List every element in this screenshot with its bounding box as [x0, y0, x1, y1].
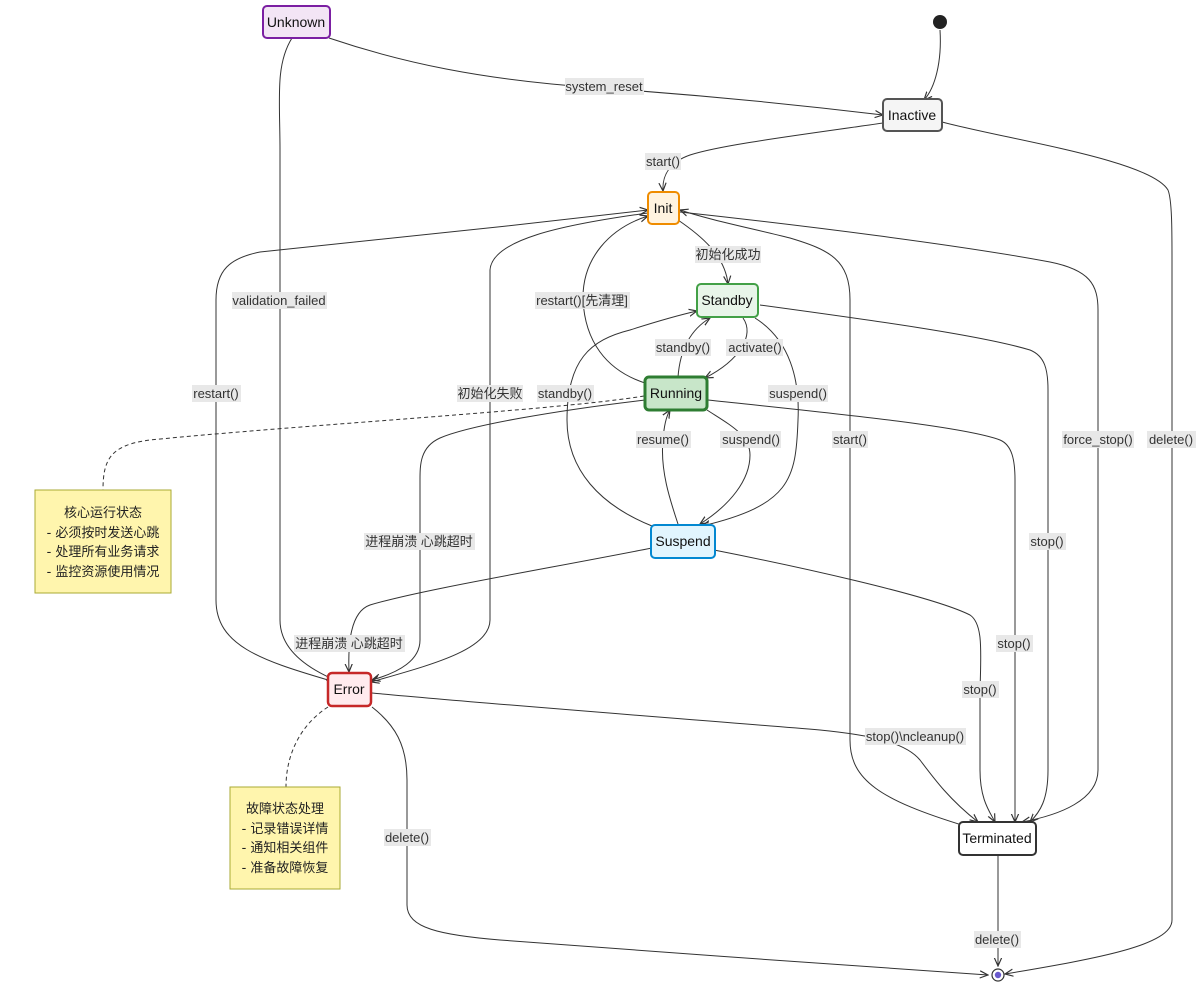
edge-inactive-to-init: [663, 122, 884, 191]
state-terminated-label: Terminated: [962, 830, 1031, 846]
edge-running-to-suspend: [700, 409, 751, 524]
label-standby-from-running: standby(): [656, 340, 710, 355]
edge-error-to-end: [371, 706, 988, 975]
note-error: 故障状态处理 - 记录错误详情 - 通知相关组件 - 准备故障恢复: [229, 786, 341, 890]
label-delete-terminated: delete(): [975, 932, 1019, 947]
edge-suspend-to-terminated: [713, 549, 995, 822]
note-error-line-2: - 通知相关组件: [242, 840, 329, 856]
edge-init-to-error: [371, 212, 649, 682]
state-standby: Standby: [696, 283, 759, 318]
edge-suspend-to-running: [661, 410, 679, 525]
state-running: Running: [643, 375, 709, 412]
edge-suspend-to-error: [349, 547, 653, 672]
state-init-label: Init: [654, 200, 673, 216]
edge-suspend-to-standby: [566, 311, 697, 527]
label-resume: resume(): [637, 432, 689, 447]
end-node: [991, 968, 1005, 982]
label-validation-failed: validation_failed: [232, 293, 325, 308]
edge-unknown-to-error: [278, 37, 335, 680]
edge-inactive-to-end: [941, 121, 1173, 974]
label-stop-suspend: stop(): [963, 682, 996, 697]
label-init-success: 初始化成功: [695, 247, 760, 262]
label-restart-clean: restart()[先清理]: [536, 293, 628, 308]
label-stop-cleanup: stop()\ncleanup(): [866, 729, 964, 744]
edges: [215, 29, 1173, 975]
edge-running-to-error: [372, 399, 646, 680]
label-stop-running: stop(): [997, 636, 1030, 651]
label-standby-from-suspend: standby(): [538, 386, 592, 401]
state-error: Error: [326, 671, 373, 708]
edge-init-to-terminated: [679, 211, 1099, 822]
edge-running-to-terminated: [707, 399, 1015, 822]
label-restart-error: restart(): [193, 386, 239, 401]
note-running-line-1: - 必须按时发送心跳: [47, 525, 160, 541]
label-system-reset: system_reset: [565, 79, 643, 94]
edge-unknown-to-inactive: [328, 37, 883, 115]
note-running: 核心运行状态 - 必须按时发送心跳 - 处理所有业务请求 - 监控资源使用情况: [34, 489, 172, 594]
label-stop-standby: stop(): [1030, 534, 1063, 549]
note-error-title: 故障状态处理: [246, 802, 324, 817]
label-delete-inactive: delete(): [1149, 432, 1193, 447]
state-suspend: Suspend: [650, 524, 716, 559]
label-start-inactive: start(): [646, 154, 680, 169]
edge-standby-to-terminated: [759, 304, 1049, 822]
label-force-stop: force_stop(): [1063, 432, 1132, 447]
note-running-line-3: - 监控资源使用情况: [47, 564, 160, 580]
state-unknown-label: Unknown: [267, 14, 325, 30]
edge-error-to-init: [215, 210, 648, 681]
label-crash-suspend: 进程崩溃 心跳超时: [295, 636, 403, 651]
edge-start-to-inactive: [924, 29, 941, 100]
edge-terminated-to-init: [680, 210, 966, 827]
state-inactive: Inactive: [882, 98, 943, 132]
label-suspend-from-running: suspend(): [722, 432, 780, 447]
note-error-line-1: - 记录错误详情: [242, 822, 329, 837]
label-init-failed: 初始化失败: [457, 386, 522, 401]
state-terminated: Terminated: [958, 821, 1037, 856]
state-error-label: Error: [333, 681, 364, 697]
note-error-line-3: - 准备故障恢复: [242, 860, 329, 876]
edge-labels: system_reset validation_failed start() 初…: [192, 78, 1196, 948]
state-init: Init: [647, 191, 680, 225]
state-standby-label: Standby: [701, 292, 752, 308]
note-connector-running: [102, 395, 645, 491]
state-suspend-label: Suspend: [655, 533, 710, 549]
label-delete-error: delete(): [385, 830, 429, 845]
state-running-label: Running: [650, 385, 702, 401]
note-connector-error: [285, 706, 329, 788]
start-node: [933, 15, 947, 29]
label-start-terminated: start(): [833, 432, 867, 447]
label-suspend-from-standby: suspend(): [769, 386, 827, 401]
label-crash-running: 进程崩溃 心跳超时: [365, 534, 473, 549]
edge-error-to-terminated: [371, 692, 978, 822]
state-inactive-label: Inactive: [888, 107, 936, 123]
state-unknown: Unknown: [262, 5, 331, 39]
note-running-line-2: - 处理所有业务请求: [47, 544, 160, 560]
note-running-title: 核心运行状态: [64, 506, 142, 521]
label-activate: activate(): [728, 340, 781, 355]
